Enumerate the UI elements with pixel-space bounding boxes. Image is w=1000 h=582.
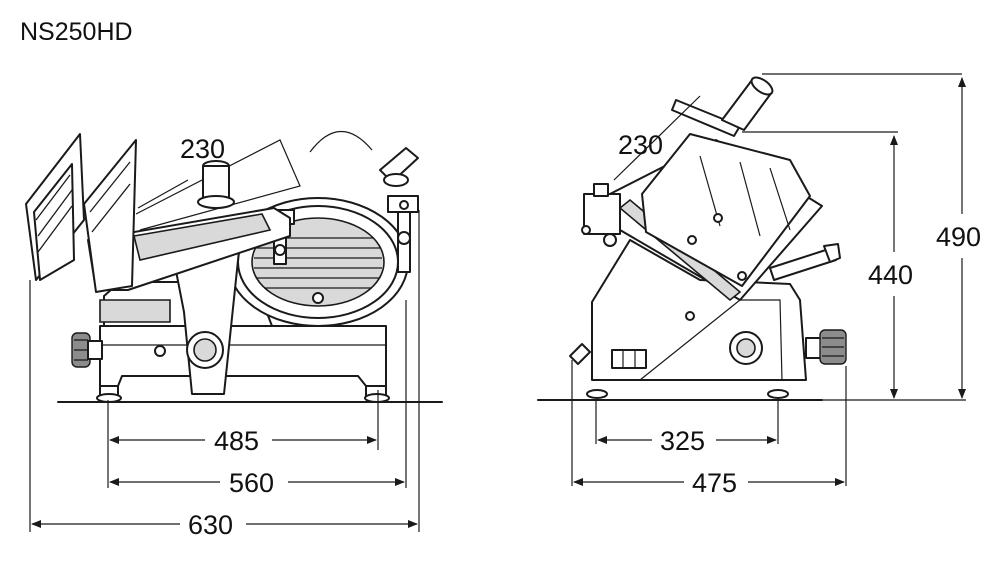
dim-front-230-label: 230 (180, 134, 225, 164)
model-title: NS250HD (20, 18, 133, 46)
dim-front-230: 230 (137, 134, 225, 209)
front-knob-left (71, 332, 103, 368)
side-foot-right (767, 389, 789, 399)
dim-side-440-label: 440 (868, 260, 913, 290)
front-handle-top (309, 130, 419, 187)
side-switch-panel (611, 349, 647, 369)
dim-side-490-label: 490 (936, 222, 981, 252)
side-view: 230 325 475 440 490 (537, 73, 981, 498)
front-left-plates (25, 133, 137, 293)
front-base (99, 325, 387, 387)
side-carriage (605, 133, 823, 321)
dim-side-475: 475 (573, 468, 845, 498)
dim-front-560-label: 560 (229, 468, 274, 498)
dim-front-485-label: 485 (214, 426, 259, 456)
dim-front-485: 485 (109, 426, 377, 456)
front-pusher-handle (197, 160, 235, 209)
dim-side-475-label: 475 (692, 468, 737, 498)
dim-side-230-label: 230 (618, 130, 663, 160)
dim-front-560: 560 (109, 468, 405, 498)
side-lever (769, 243, 841, 281)
front-foot-right-pad (364, 393, 390, 403)
dim-front-630: 630 (31, 510, 418, 540)
front-view: 230 485 560 630 (25, 130, 443, 540)
dim-side-440: 440 (868, 135, 913, 399)
dim-front-630-label: 630 (188, 510, 233, 540)
front-switch (154, 345, 166, 357)
side-knob-right (805, 329, 847, 365)
dim-side-325-label: 325 (660, 426, 705, 456)
side-foot-left (586, 389, 608, 399)
side-pusher-handle (671, 76, 774, 137)
dim-side-325: 325 (597, 426, 777, 456)
dim-side-490: 490 (936, 77, 981, 399)
front-foot-left-pad (96, 393, 122, 403)
dim-side-230: 230 (613, 95, 701, 181)
side-left-bracket (581, 183, 621, 247)
